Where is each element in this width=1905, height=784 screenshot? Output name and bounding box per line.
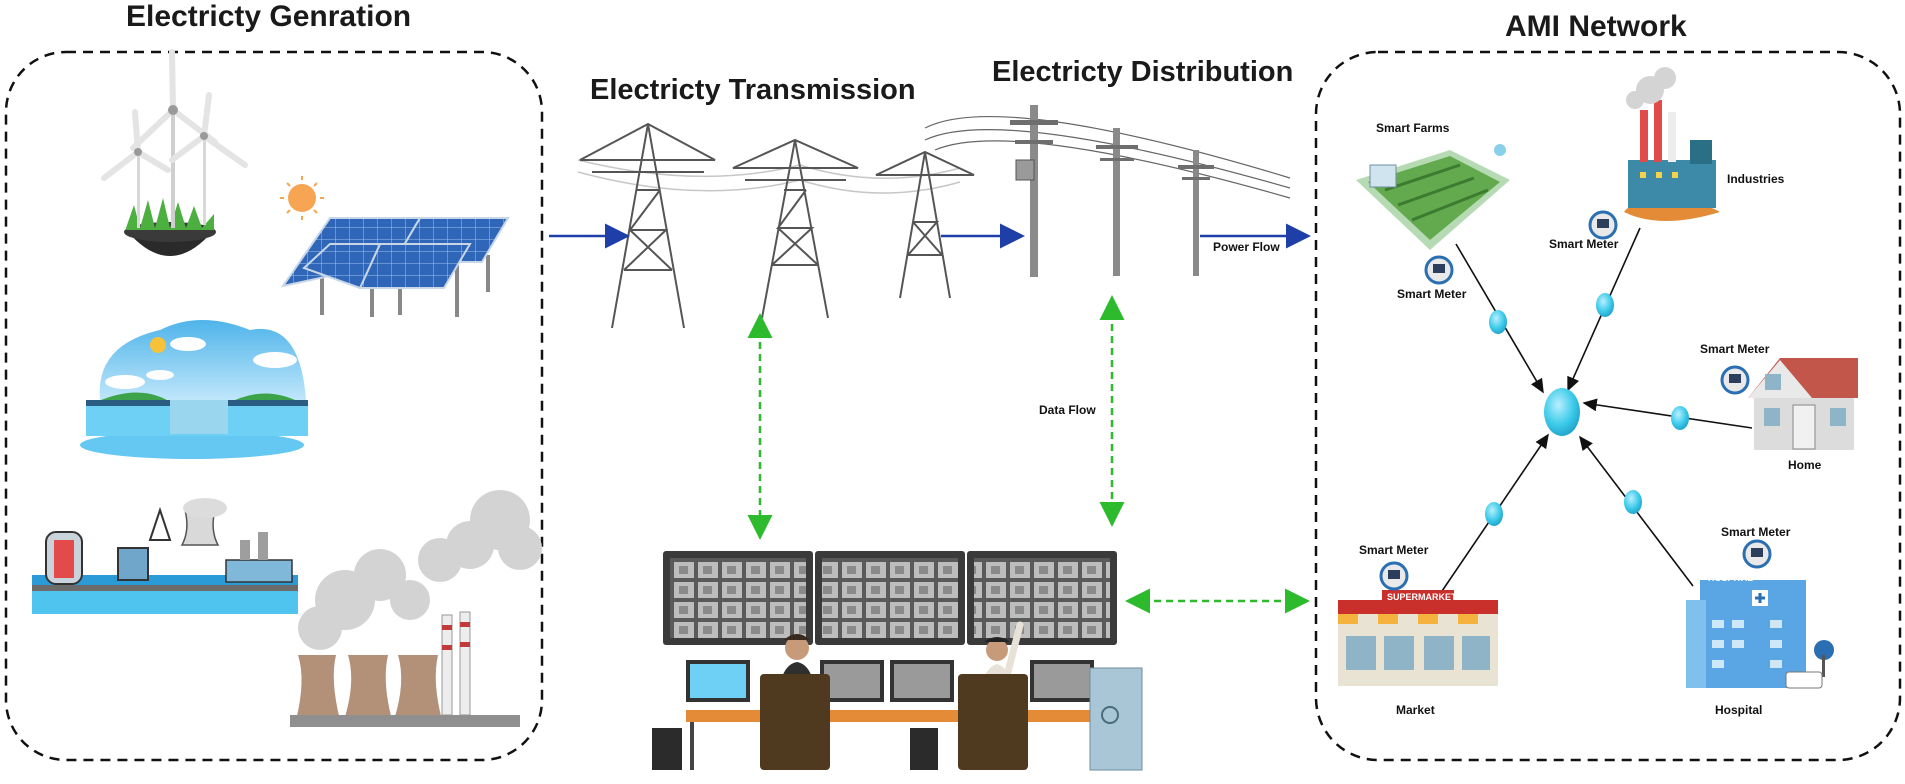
utility-pole-icon xyxy=(924,105,1291,277)
nuclear-plant-icon xyxy=(32,498,298,614)
smart-meter-market-label: Smart Meter xyxy=(1359,543,1429,557)
smart-farm-icon xyxy=(1356,144,1510,250)
coal-plant-icon xyxy=(290,490,542,727)
wind-turbine-icon xyxy=(101,49,248,256)
transmission-title: Electricty Transmission xyxy=(590,74,916,106)
generation-title: Electricty Genration xyxy=(126,0,412,33)
smart-meter-home-label: Smart Meter xyxy=(1700,342,1770,356)
industries-label: Industries xyxy=(1727,172,1785,186)
solar-panel-icon xyxy=(280,217,510,317)
smart-farms-label: Smart Farms xyxy=(1376,121,1450,135)
ami-frame xyxy=(1314,50,1902,762)
ami-title: AMI Network xyxy=(1505,10,1687,43)
hospital-sign: HOSPITAL xyxy=(1708,573,1753,583)
transmission-tower-icon xyxy=(577,122,975,329)
power-flow-label: Power Flow xyxy=(1213,240,1280,254)
market-label: Market xyxy=(1396,703,1435,717)
sun-icon xyxy=(280,176,324,220)
supermarket-icon xyxy=(1338,590,1498,686)
hydro-dam-icon xyxy=(80,320,308,459)
house-icon xyxy=(1748,358,1858,450)
smart-meter-industries-label: Smart Meter xyxy=(1549,237,1619,251)
control-center-icon xyxy=(652,551,1143,771)
connector-dots xyxy=(1485,293,1689,526)
generation-frame xyxy=(4,50,544,762)
ami-link-home xyxy=(1582,398,1753,429)
home-label: Home xyxy=(1788,458,1822,472)
smart-meter-farms-label: Smart Meter xyxy=(1397,287,1467,301)
ami-hub-icon xyxy=(1544,388,1580,436)
factory-icon xyxy=(1624,67,1720,221)
hospital-label: Hospital xyxy=(1715,703,1763,717)
hospital-icon xyxy=(1686,580,1834,689)
distribution-title: Electricty Distribution xyxy=(992,56,1294,88)
supermarket-sign: SUPERMARKET xyxy=(1387,592,1457,602)
smart-meter-hospital-label: Smart Meter xyxy=(1721,525,1791,539)
smart-meter-icon xyxy=(1379,210,1772,591)
data-flow-label: Data Flow xyxy=(1039,403,1096,417)
